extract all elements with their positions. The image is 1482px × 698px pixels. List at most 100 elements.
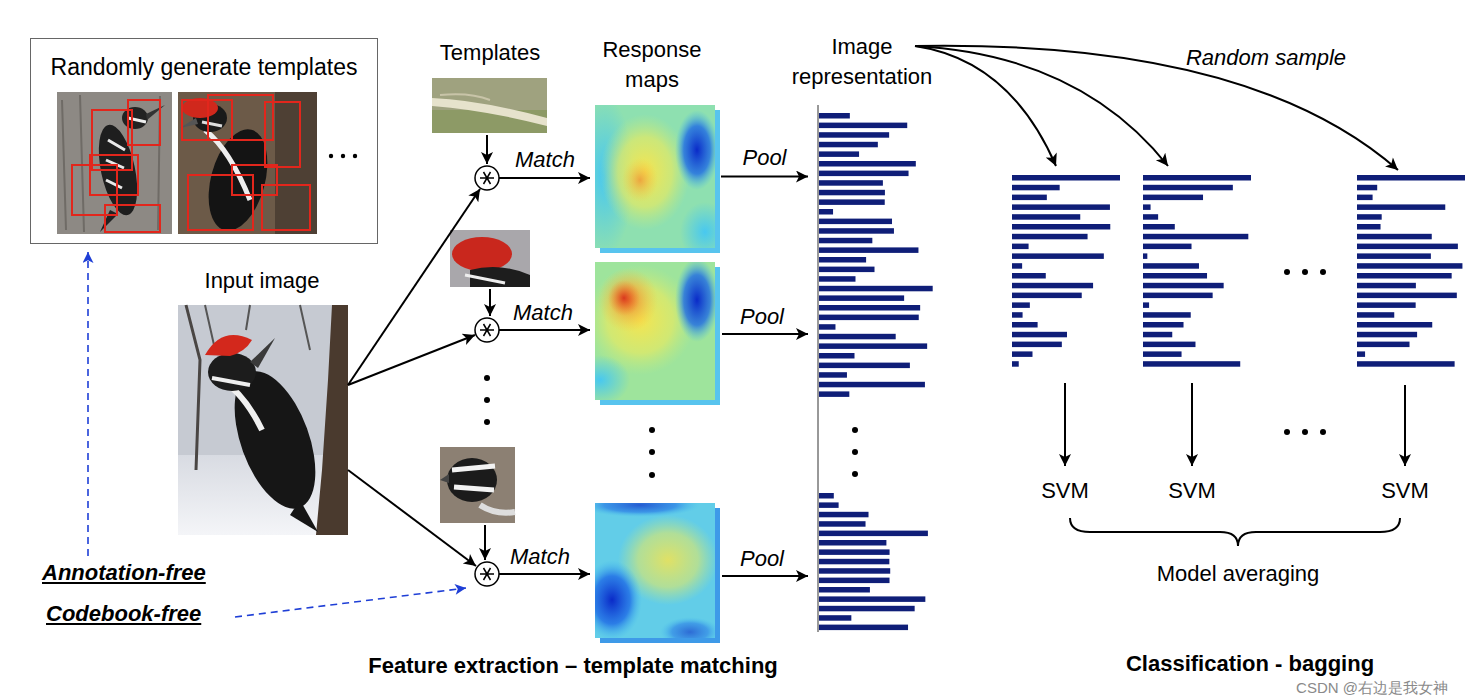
feature-bar	[1143, 253, 1147, 259]
feature-bar	[819, 512, 869, 518]
convolution-symbol	[475, 562, 499, 586]
classifier-name: SVM	[1041, 476, 1089, 506]
template-patch	[432, 78, 547, 133]
arrow	[915, 46, 1056, 166]
ellipsis-dots	[649, 427, 655, 433]
feature-bar	[819, 132, 889, 138]
bird-photo	[100, 210, 118, 232]
ellipsis-dots	[484, 397, 490, 403]
heat-map	[595, 105, 715, 248]
arrow	[499, 329, 590, 331]
input-photo	[178, 305, 348, 535]
ellipsis-dots	[852, 471, 858, 477]
feature-bar	[1143, 312, 1191, 318]
feature-bar	[819, 363, 910, 369]
feature-bar	[819, 324, 835, 330]
feature-bar	[1012, 175, 1120, 181]
template-box	[72, 95, 310, 232]
feature-bar	[1357, 214, 1382, 220]
heat-map	[675, 262, 715, 342]
convolution-symbol	[480, 324, 494, 336]
template-panel: Randomly generate templates	[30, 38, 378, 244]
convolution-symbol	[475, 166, 499, 586]
feature-bar	[1012, 214, 1080, 220]
template-patch	[432, 78, 547, 133]
arrow	[348, 46, 1405, 576]
operation-label: Random sample	[1186, 45, 1346, 71]
feature-bar	[819, 228, 894, 234]
ellipsis-dots	[649, 472, 655, 478]
template-patch	[440, 447, 515, 523]
feature-bar	[1357, 322, 1432, 328]
input-photo	[316, 305, 348, 535]
arrow	[486, 135, 488, 164]
feature-bar	[819, 615, 851, 621]
heat-map	[595, 262, 715, 400]
feature-bar	[1012, 283, 1093, 289]
arrow	[722, 575, 808, 577]
convolution-symbol	[480, 568, 494, 580]
ellipsis-dots	[852, 449, 858, 455]
feature-bar	[819, 151, 859, 157]
feature-bar	[819, 190, 885, 196]
feature-bar	[819, 199, 885, 205]
section-caption: Classification - bagging	[1126, 651, 1374, 677]
feature-bar	[1143, 293, 1213, 299]
feature-bar	[1143, 361, 1240, 367]
feature-bar	[1143, 234, 1248, 240]
ellipsis-dots	[484, 375, 490, 425]
heat-map	[570, 258, 720, 405]
feature-bar	[819, 521, 866, 527]
operation-label: Match	[513, 300, 573, 326]
template-box	[105, 205, 160, 232]
property-note: Annotation-free	[42, 558, 206, 588]
ellipsis-dots	[1302, 429, 1308, 435]
property-note: Codebook-free	[46, 599, 201, 629]
input-photo	[290, 500, 318, 532]
bird-photo	[178, 92, 317, 237]
ellipsis-dots	[329, 154, 333, 158]
operation-label: Match	[515, 147, 575, 173]
operation-label: Pool	[742, 144, 786, 173]
feature-bar	[819, 334, 896, 340]
feature-bar	[1143, 351, 1182, 357]
heat-map	[660, 617, 715, 638]
bird-photo	[128, 118, 146, 122]
feature-bar	[1012, 234, 1088, 240]
feature-bar	[1012, 322, 1038, 328]
feature-bar	[1012, 312, 1023, 318]
feature-bar	[819, 209, 833, 215]
feature-bar	[1143, 214, 1158, 220]
feature-bar	[819, 247, 918, 253]
ellipsis-dots	[1284, 269, 1290, 275]
arrow	[489, 289, 491, 316]
input-photo	[186, 305, 200, 470]
ellipsis-dots	[484, 375, 490, 381]
feature-bar	[819, 295, 904, 301]
convolution-symbol	[475, 166, 499, 190]
convolution-symbol	[475, 318, 499, 342]
feature-bar	[819, 625, 908, 631]
feature-bar	[819, 353, 854, 359]
heat-map	[595, 355, 630, 400]
feature-bar	[1012, 293, 1082, 299]
arrow	[1191, 383, 1193, 466]
heat-map	[608, 280, 640, 316]
heat-map	[574, 96, 730, 262]
feature-bar	[819, 238, 872, 244]
feature-bar	[1357, 351, 1365, 357]
feature-bar	[1012, 342, 1062, 348]
template-patch	[450, 230, 530, 287]
heat-map	[598, 268, 658, 332]
template-box	[90, 155, 138, 195]
feature-bar	[1357, 234, 1432, 240]
feature-bar	[1357, 244, 1458, 250]
response-map: Response maps	[595, 105, 715, 248]
feature-bar	[1012, 185, 1060, 191]
template-box	[232, 165, 277, 195]
arrow	[722, 333, 808, 335]
feature-bar	[1357, 263, 1462, 269]
feature-bar	[819, 549, 890, 555]
svm-classifier: SVM	[1168, 476, 1216, 506]
